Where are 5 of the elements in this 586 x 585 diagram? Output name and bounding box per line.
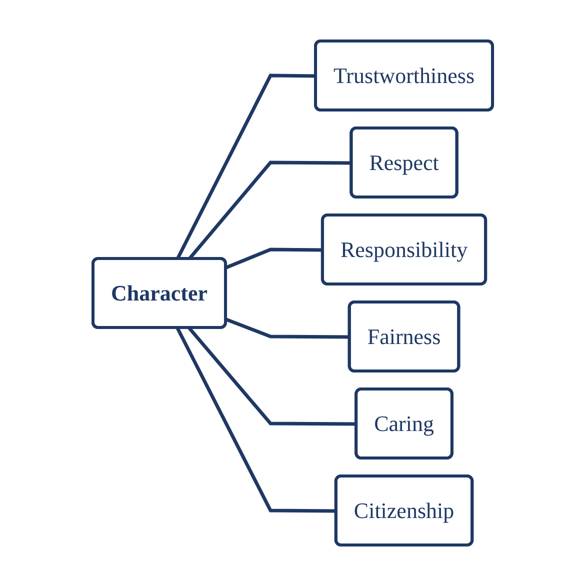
connector — [176, 73, 316, 260]
connector — [226, 317, 350, 338]
connector — [226, 247, 324, 269]
connector — [176, 326, 337, 512]
connector — [188, 326, 357, 426]
